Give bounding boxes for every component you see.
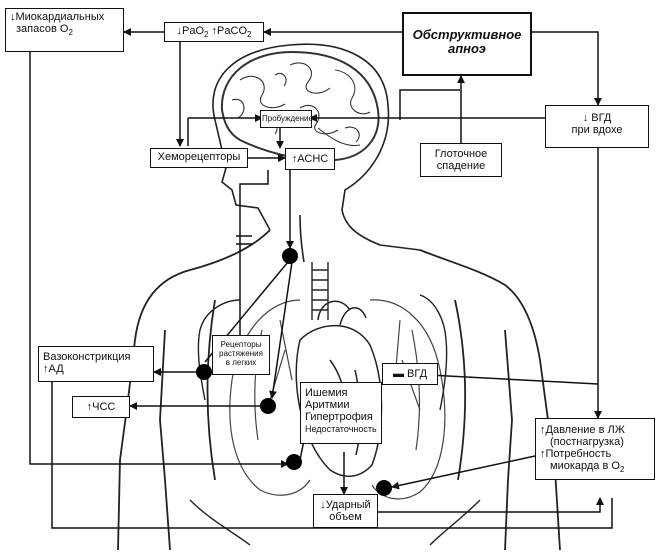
cardiac-line3: Гипертрофия xyxy=(305,411,373,423)
lv-line1: ↑Давление в ЛЖ xyxy=(540,424,625,436)
brain-illustration xyxy=(220,50,380,162)
pao2-sub: 2 xyxy=(204,30,209,40)
myocardial-reserve-box: ↓Миокардиальных запасов O2 xyxy=(5,8,124,52)
itp-inspiration-box: ↓ ВГД при вдохе xyxy=(545,105,649,148)
blood-gases-box: ↓PaO2 ↑PaCO2 xyxy=(164,22,264,42)
arousal-box: Пробуждение xyxy=(260,110,313,128)
myocardial-line2: запасов O xyxy=(16,23,69,35)
lv-line4: миокарда в O xyxy=(550,460,620,472)
lv-pressure-box: ↑Давление в ЛЖ (постнагрузка) ↑Потребнос… xyxy=(535,418,655,480)
itp-label: ▬ ВГД xyxy=(392,368,428,380)
lv-line3: ↑Потребность xyxy=(540,448,612,460)
arrow-vaso-loop xyxy=(51,382,613,529)
ans-label: ↑АСНС xyxy=(291,153,329,165)
hr-label: ↑ЧСС xyxy=(86,401,116,413)
paco2-sub: 2 xyxy=(247,30,252,40)
chemoreceptors-box: Хеморецепторы xyxy=(150,148,248,168)
cardiac-line4: Недостаточность xyxy=(305,424,377,434)
left-chemo-loop xyxy=(187,114,263,245)
apnea-line2: апноэ xyxy=(448,41,486,56)
stroke-line1: ↓Ударный xyxy=(320,499,371,511)
ans-box: ↑АСНС xyxy=(285,148,335,170)
flow-arrows xyxy=(29,28,613,529)
vaso-line1: Вазоконстрикция xyxy=(43,351,131,363)
node-vaso xyxy=(196,364,212,380)
obstructive-apnea-box: Обструктивное апноэ xyxy=(402,12,532,76)
paco2-label: ↑PaCO xyxy=(208,25,248,37)
lv-sub: 2 xyxy=(619,465,625,475)
node-heart xyxy=(286,454,302,470)
vasoconstriction-box: Вазоконстрикция ↑АД xyxy=(38,346,154,382)
vaso-line2: ↑АД xyxy=(43,363,64,375)
lung-stretch-receptors-box: Рецепторы растяжения в легких xyxy=(212,335,270,375)
arrow-lv-to-node xyxy=(391,455,536,490)
itp-insp-line1: ↓ ВГД xyxy=(582,112,612,124)
heart-rate-box: ↑ЧСС xyxy=(72,396,130,418)
cardiac-line2: Аритмии xyxy=(305,399,350,411)
pao2-label: ↓PaO xyxy=(176,25,205,37)
lv-line2: (постнагрузка) xyxy=(550,436,624,448)
node-lv xyxy=(376,480,392,496)
myocardial-line1: ↓Миокардиальных xyxy=(10,11,105,23)
cardiac-line1: Ишемия xyxy=(305,387,348,399)
arrow-node1-to-heart xyxy=(269,261,293,399)
arrow-myocardial-down xyxy=(29,52,289,468)
arrow-apnea-to-itp-insp xyxy=(510,31,602,106)
receptors-line3: в легких xyxy=(225,358,257,367)
junction-nodes xyxy=(196,248,392,496)
itp-insp-line2: при вдохе xyxy=(571,124,623,136)
arrow-arousal-to-apnea xyxy=(399,89,460,120)
pharyngeal-line2: спадение xyxy=(436,160,486,172)
arrow-itp-to-receptors xyxy=(409,370,599,385)
cardiac-outcomes-box: Ишемия Аритмии Гипертрофия Недостаточнос… xyxy=(300,382,382,444)
arrow-receptors-to-ans xyxy=(239,170,269,340)
itp-box: ▬ ВГД xyxy=(382,363,438,385)
pharyngeal-line1: Глоточное xyxy=(434,148,488,160)
receptors-line2: растяжения xyxy=(219,349,263,358)
arrow-stroke-to-lv xyxy=(378,497,604,513)
arousal-label: Пробуждение xyxy=(262,114,313,123)
airway-illustration xyxy=(311,262,329,320)
stroke-volume-box: ↓Ударный объем xyxy=(313,494,378,528)
myocardial-sub: 2 xyxy=(68,28,73,38)
receptors-line1: Рецепторы xyxy=(220,340,262,349)
stroke-line2: объем xyxy=(329,511,362,523)
torso-outline xyxy=(117,229,561,551)
node-ans xyxy=(282,248,298,264)
node-hr xyxy=(260,398,276,414)
chemo-label: Хеморецепторы xyxy=(157,151,241,163)
apnea-line1: Обструктивное xyxy=(412,27,522,42)
pharyngeal-collapse-box: Глоточное спадение xyxy=(420,143,502,177)
